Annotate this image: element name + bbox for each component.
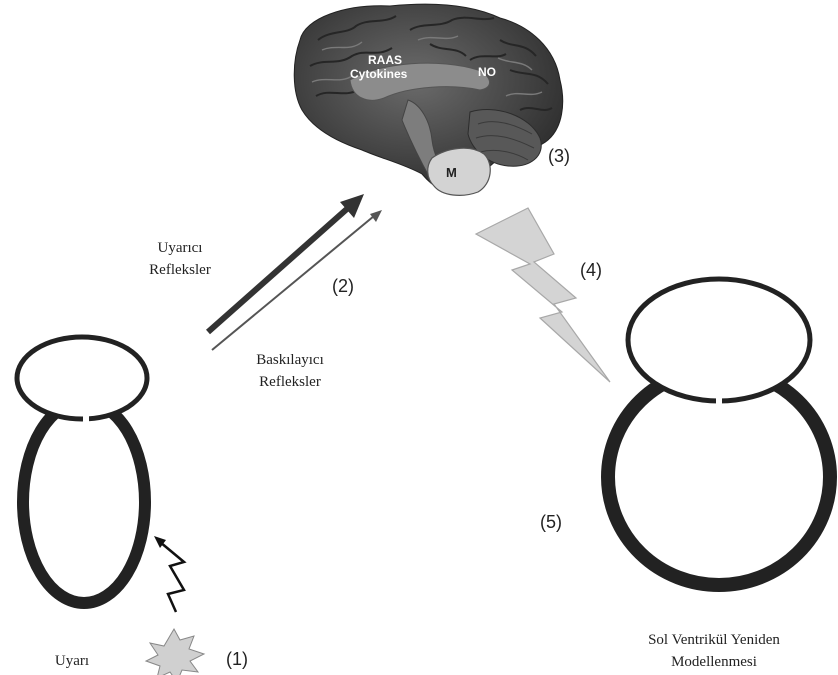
remodeling-label-line1: Sol Ventrikül Yeniden [648,632,780,648]
excitatory-arrow [208,208,348,332]
step-label-4: (4) [580,260,602,280]
brain-label-raas: RAAS [368,53,402,67]
normal-heart-ventricle [23,401,145,603]
reflex-arrows [208,194,382,350]
normal-heart-gap [83,410,89,424]
stimulus-zigzag [160,542,184,612]
stimulus-arrow [154,536,184,612]
remodeling-label-line2: Modellenmesi [671,654,757,670]
brain-label-cytokines: Cytokines [350,67,408,81]
stimulus-starburst [146,629,204,675]
stimulus-label: Uyarı [55,653,89,669]
step-label-5: (5) [540,512,562,532]
remodeled-heart-atrium [628,279,810,401]
step-label-2: (2) [332,276,354,296]
brain-label-no: NO [478,65,496,79]
inhibitory-label-line1: Baskılayıcı [256,352,324,368]
step-label-3: (3) [548,146,570,166]
remodeled-heart-gap [716,394,722,410]
inhibitory-label-line2: Refleksler [259,374,321,390]
normal-heart [17,337,147,603]
normal-heart-atrium [17,337,147,419]
step-label-1: (1) [226,649,248,669]
inhibitory-arrowhead [370,210,382,222]
brain-label-m: M [446,165,457,180]
brain-image: RAAS Cytokines NO M [294,4,562,195]
medulla-region [428,148,491,195]
lightning-bolt [476,208,610,382]
remodeled-heart [608,279,830,585]
excitatory-label-line2: Refleksler [149,262,211,278]
excitatory-label-line1: Uyarıcı [158,240,203,256]
